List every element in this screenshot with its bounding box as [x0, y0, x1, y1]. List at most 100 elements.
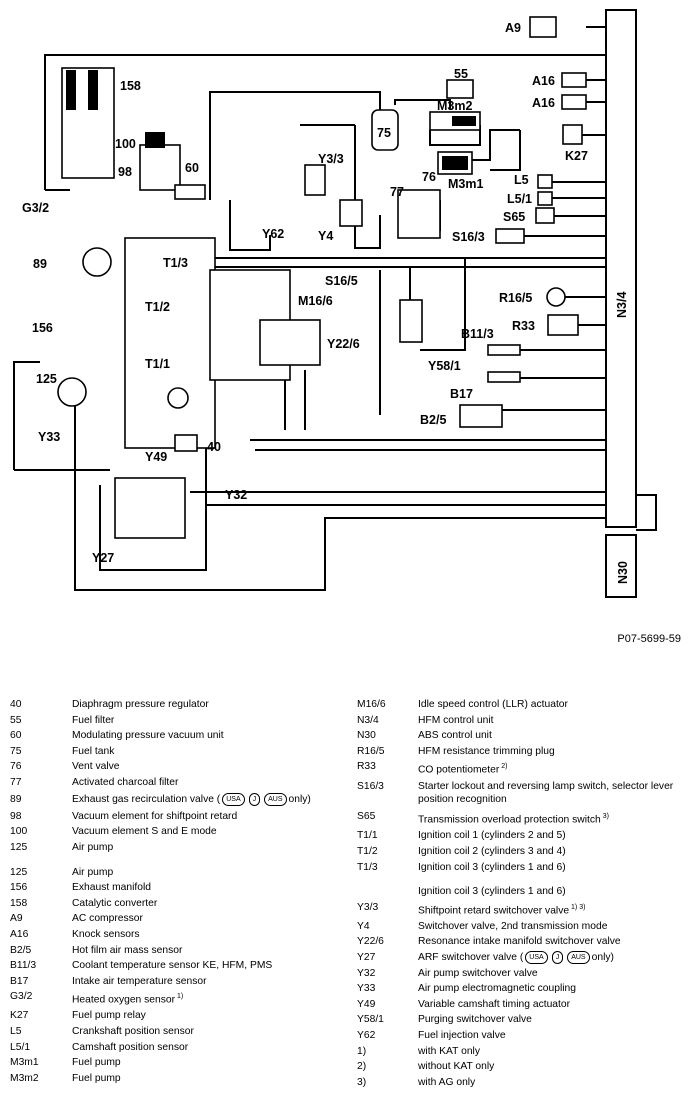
svg-text:100: 100 — [115, 137, 136, 151]
svg-text:T1/1: T1/1 — [145, 357, 170, 371]
footnote-marker: 1) — [175, 993, 184, 1001]
footnote-marker: 2) — [499, 763, 508, 771]
legend-code: 2) — [357, 1061, 367, 1073]
legend-row: 75 Fuel tank — [10, 744, 340, 760]
legend-code: 125 — [10, 841, 28, 853]
legend-desc: Purging switchover valve — [418, 1012, 682, 1028]
l5-1-sensor — [537, 191, 553, 206]
legend-desc-text: Fuel pump — [72, 1072, 121, 1084]
legend-code: T1/3 — [357, 861, 378, 873]
svg-text:Y58/1: Y58/1 — [428, 359, 461, 373]
legend-desc: Air pump switchover valve — [418, 966, 682, 982]
legend-code: 75 — [10, 745, 22, 757]
svg-text:B17: B17 — [450, 387, 473, 401]
region-badge: J — [551, 950, 564, 964]
legend-desc-text: ABS control unit — [418, 730, 492, 742]
legend-desc-text: Fuel pump relay — [72, 1010, 146, 1022]
svg-text:156: 156 — [32, 321, 53, 335]
legend-code: T1/2 — [357, 846, 378, 857]
legend-desc: Fuel pump — [72, 1055, 340, 1071]
legend-desc-text: Air pump switchover valve — [418, 967, 538, 979]
legend-code: L5 — [10, 1025, 22, 1037]
legend-desc: Switchover valve, 2nd transmission mode — [418, 919, 682, 935]
svg-text:77: 77 — [390, 185, 404, 199]
legend-desc: ABS control unit — [418, 728, 682, 744]
legend-desc-text: AC compressor — [72, 913, 143, 925]
legend-desc: Fuel filter — [72, 713, 340, 729]
legend-code: B11/3 — [10, 960, 37, 972]
svg-text:S65: S65 — [503, 210, 525, 224]
svg-text:M3m2: M3m2 — [437, 99, 472, 113]
n30-control-unit — [605, 534, 637, 598]
legend-desc: Knock sensors — [72, 927, 340, 943]
n3-4-control-unit — [605, 9, 637, 528]
legend-desc: Exhaust manifold — [72, 880, 340, 896]
legend-desc: without KAT only — [418, 1059, 682, 1075]
svg-text:R16/5: R16/5 — [499, 291, 532, 305]
legend-code: 156 — [10, 882, 28, 894]
legend-desc-text: Crankshaft position sensor — [72, 1025, 194, 1037]
legend-code: S65 — [357, 811, 376, 823]
legend-desc-end: only) — [591, 951, 614, 963]
legend-code: 125 — [10, 866, 28, 878]
air-pump — [57, 377, 87, 407]
legend-desc-text: Coolant temperature sensor KE, HFM, PMS — [72, 960, 273, 972]
k27-relay — [562, 124, 583, 145]
legend-code: Y33 — [357, 983, 376, 995]
legend-desc: Vacuum element for shiftpoint retard — [72, 809, 340, 825]
legend-code: 77 — [10, 776, 22, 788]
legend-code: Y49 — [357, 998, 376, 1010]
svg-text:G3/2: G3/2 — [22, 201, 49, 215]
legend-row: Ignition coil 3 (cylinders 1 and 6) — [357, 884, 682, 900]
egr-valve — [82, 247, 112, 277]
svg-text:Y33: Y33 — [38, 430, 60, 444]
legend-desc: Idle speed control (LLR) actuator — [418, 697, 682, 713]
legend-row: S65 Transmission overload protection swit… — [357, 809, 682, 828]
modulating-vacuum-unit — [174, 184, 206, 200]
y58-1-valve — [399, 299, 423, 343]
svg-text:A9: A9 — [505, 21, 521, 35]
legend-code: Y3/3 — [357, 901, 379, 913]
resonance-unit — [259, 319, 321, 366]
legend-desc-text: with KAT only — [418, 1045, 480, 1057]
legend-code: B2/5 — [10, 944, 32, 956]
legend-desc: Ignition coil 2 (cylinders 3 and 4) — [418, 844, 682, 860]
svg-text:40: 40 — [207, 440, 221, 454]
legend-code: 158 — [10, 897, 28, 909]
svg-text:T1/3: T1/3 — [163, 256, 188, 270]
legend-desc: CO potentiometer 2) — [418, 759, 682, 778]
legend-code: K27 — [10, 1010, 29, 1022]
svg-text:55: 55 — [454, 67, 468, 81]
vacuum-element-100 — [139, 144, 181, 191]
legend-desc: Camshaft position sensor — [72, 1040, 340, 1056]
svg-text:N3/4: N3/4 — [615, 292, 629, 318]
legend-desc-text: Exhaust manifold — [72, 882, 151, 894]
svg-text:A16: A16 — [532, 96, 555, 110]
a16-knock-sensor-2 — [561, 94, 587, 110]
legend-desc-text: Camshaft position sensor — [72, 1041, 189, 1053]
svg-text:L5/1: L5/1 — [507, 192, 532, 206]
svg-text:S16/3: S16/3 — [452, 230, 485, 244]
legend-desc: Transmission overload protection switch … — [418, 809, 682, 828]
r16-5-plug — [546, 287, 566, 307]
crank-pulley — [167, 387, 189, 409]
legend-desc-text: Vent valve — [72, 761, 120, 773]
legend-desc: Fuel tank — [72, 744, 340, 760]
legend-code: Y27 — [357, 951, 376, 963]
engine-block — [124, 237, 216, 449]
svg-text:N30: N30 — [616, 561, 630, 584]
